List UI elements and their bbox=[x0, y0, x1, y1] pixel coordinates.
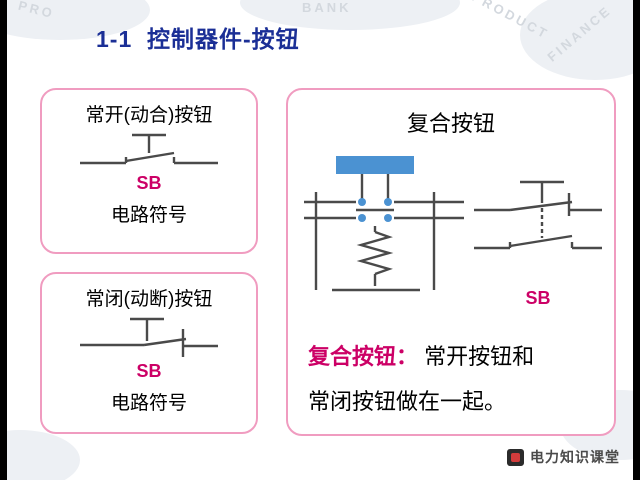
left-black-bar bbox=[0, 0, 7, 480]
composite-structure-diagram-icon bbox=[304, 156, 464, 292]
composite-box: 复合按钮 bbox=[286, 88, 616, 436]
page-title: 1-1 控制器件-按钮 bbox=[96, 26, 300, 52]
nc-sb-label: SB bbox=[136, 361, 162, 381]
right-black-bar bbox=[633, 0, 640, 480]
normally-closed-title: 常闭(动断)按钮 bbox=[85, 289, 213, 310]
nc-caption: 电路符号 bbox=[110, 393, 187, 414]
composite-circuit-symbol-icon bbox=[474, 180, 602, 250]
composite-description-lead: 复合按钮： bbox=[308, 344, 419, 369]
no-sb-label: SB bbox=[136, 173, 162, 193]
no-caption: 电路符号 bbox=[110, 205, 187, 226]
brand-logo-icon bbox=[507, 448, 524, 466]
normally-closed-box: 常闭(动断)按钮 SB 电路符号 bbox=[40, 272, 258, 434]
composite-description-line1: 常开按钮和 bbox=[424, 344, 535, 369]
composite-description: 复合按钮： 常开按钮和 常闭按钮做在一起。 bbox=[308, 334, 604, 424]
normally-open-symbol-icon bbox=[80, 133, 218, 165]
normally-open-box: 常开(动合)按钮 SB 电路符号 bbox=[40, 88, 258, 254]
map-blob bbox=[0, 430, 80, 480]
composite-description-line2: 常闭按钮做在一起。 bbox=[308, 389, 507, 414]
normally-open-title: 常开(动合)按钮 bbox=[85, 105, 213, 126]
watermark-text: BANK bbox=[302, 0, 352, 15]
normally-closed-symbol-icon bbox=[80, 317, 218, 357]
footer-brand: 电力知识课堂 bbox=[507, 447, 620, 467]
composite-sb-label: SB bbox=[525, 288, 551, 308]
brand-name: 电力知识课堂 bbox=[530, 449, 620, 465]
composite-title: 复合按钮 bbox=[406, 111, 495, 136]
